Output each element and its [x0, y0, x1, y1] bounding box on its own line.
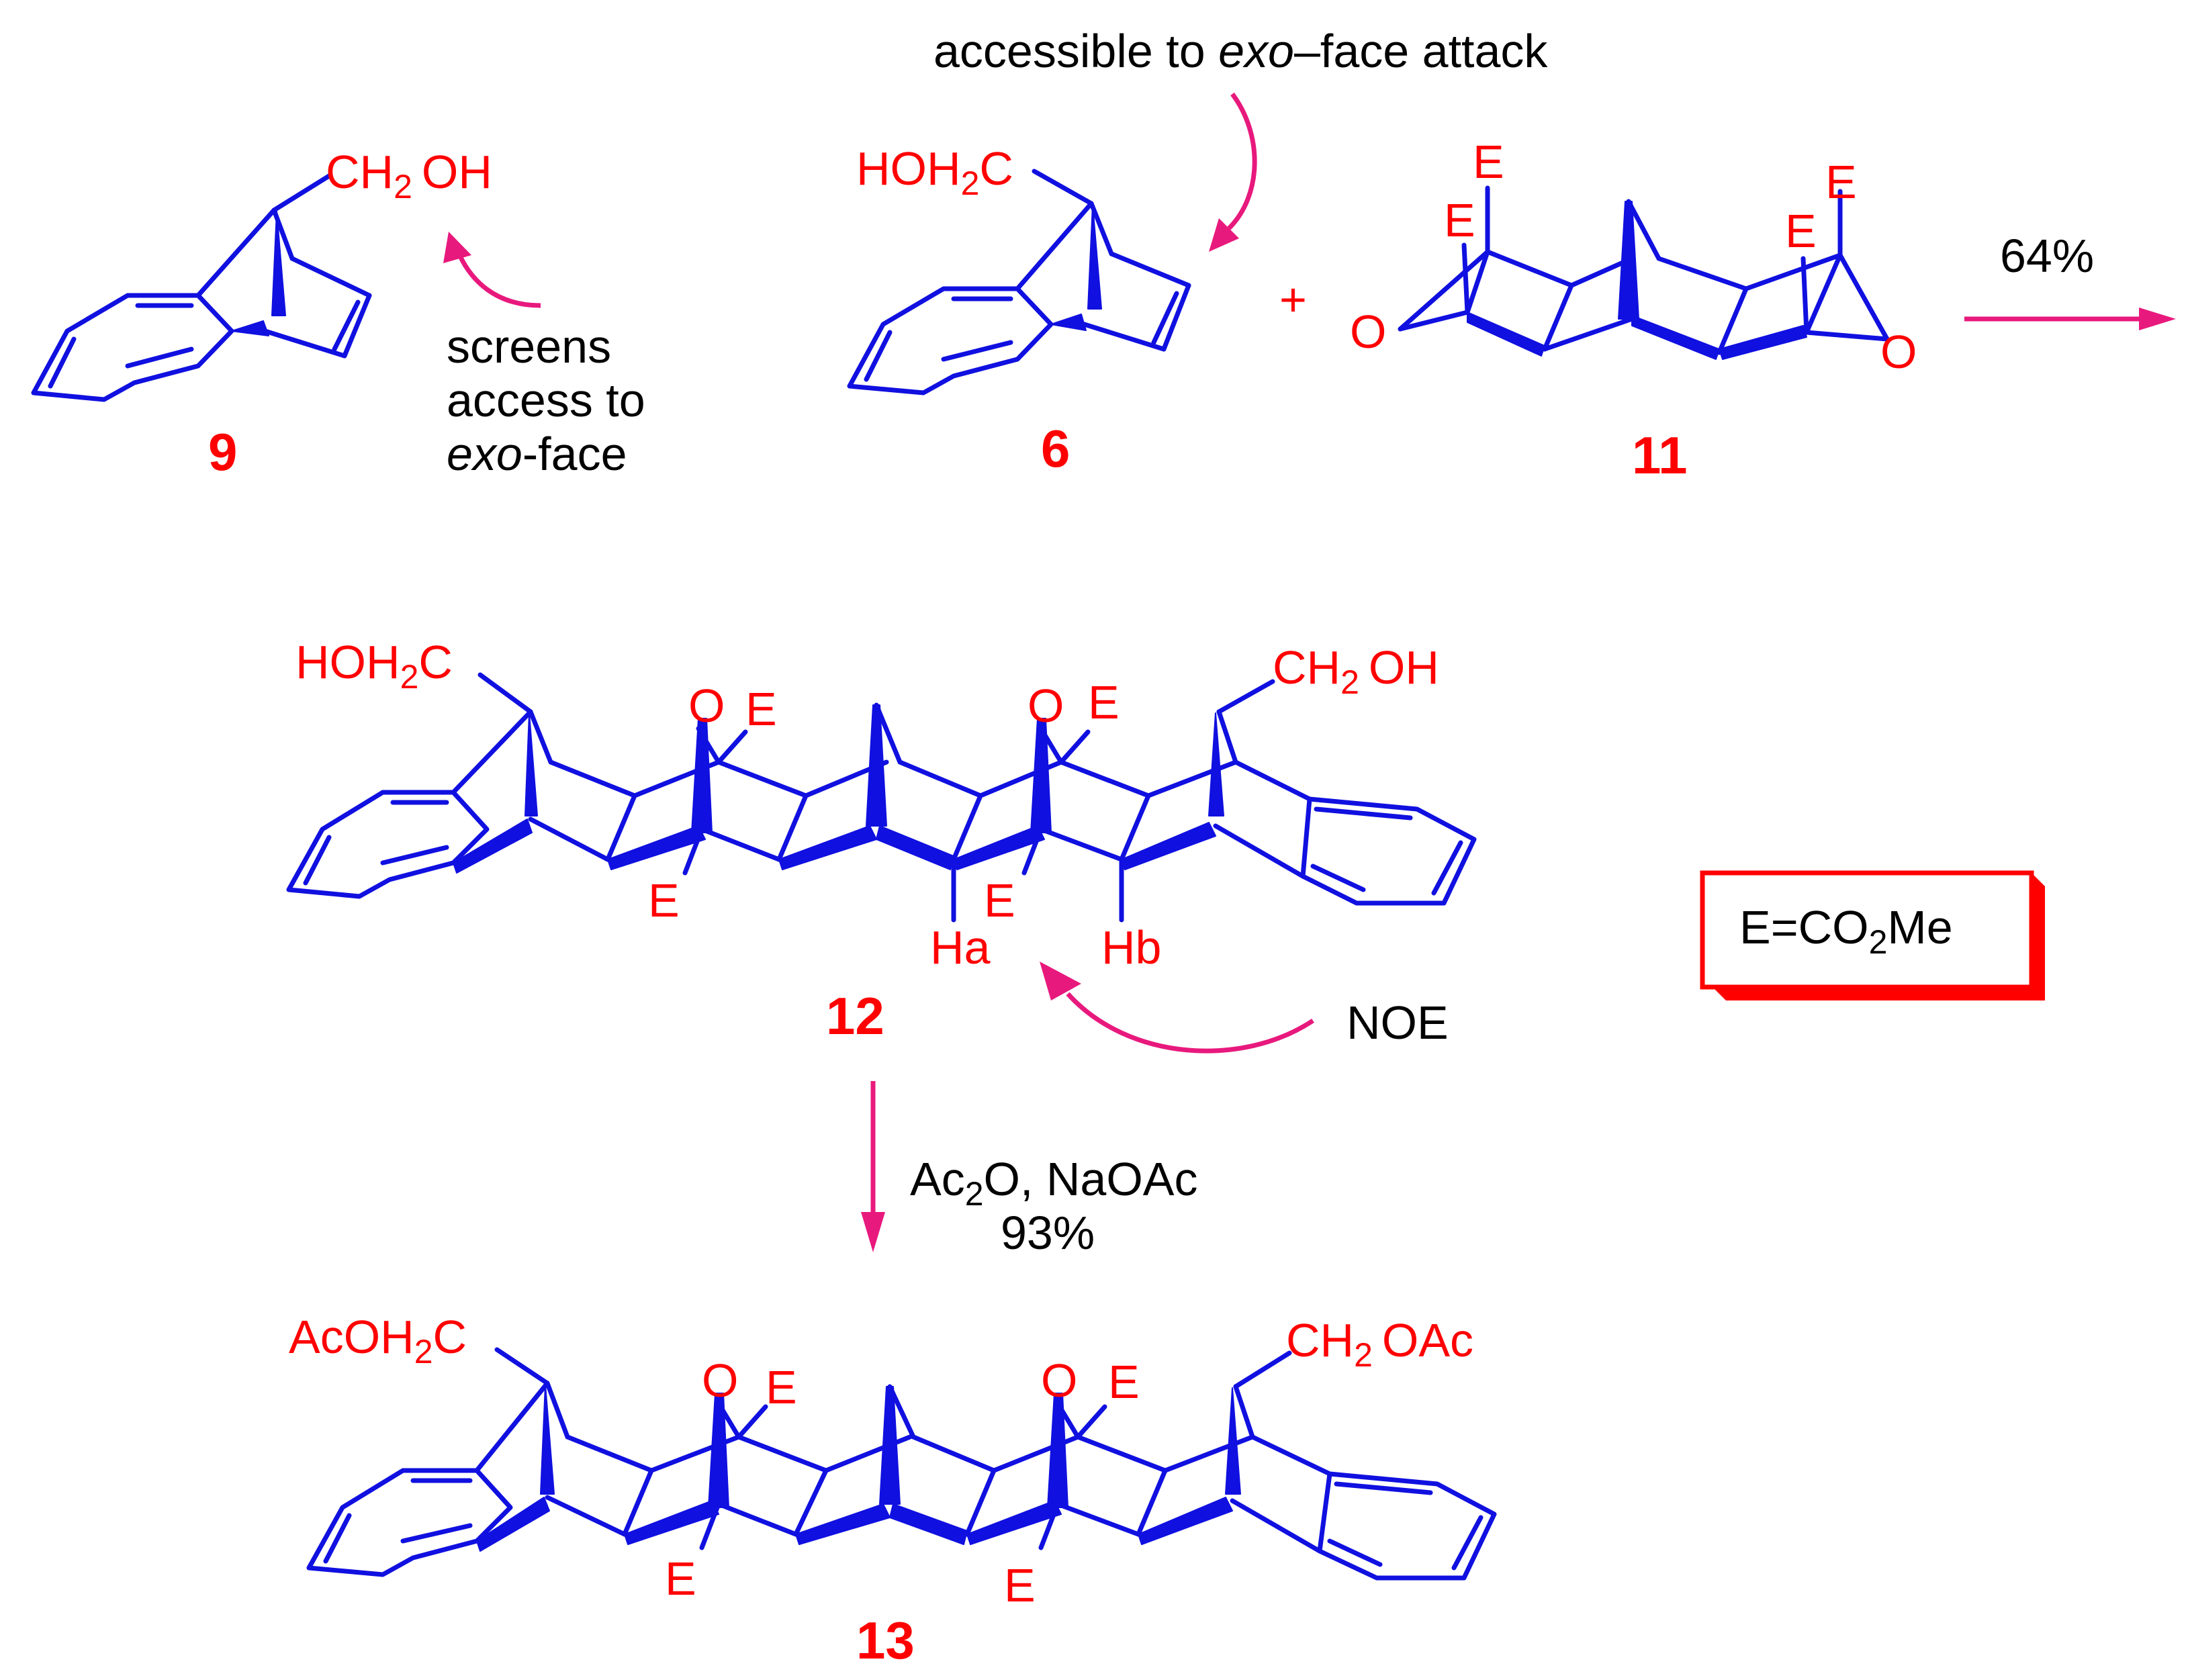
screens-face: -face — [522, 428, 627, 480]
compound-label-6: 6 — [1041, 419, 1070, 478]
ch2oh-sub-12: 2 — [1340, 663, 1359, 701]
O-11-1: O — [1350, 306, 1386, 358]
E-13-4: E — [1004, 1559, 1036, 1612]
ch2oh-text-9a: CH — [326, 146, 394, 198]
reaction-arrow-2-head — [861, 1212, 885, 1252]
E-11-3: E — [1825, 156, 1857, 208]
step2-reagents: Ac2O, NaOAc — [910, 1153, 1197, 1213]
accessible-exo: exo — [1218, 25, 1294, 77]
acoh2c-text-a: AcOH — [289, 1311, 414, 1363]
E-13-1: E — [766, 1361, 797, 1413]
O-12-2: O — [1028, 680, 1064, 732]
E-12-3: E — [648, 874, 680, 927]
E-11-2: E — [1444, 194, 1475, 246]
hoh2c-sub-12: 2 — [400, 658, 419, 696]
ch2oh-text-9b: OH — [422, 146, 492, 198]
plus-sign: + — [1279, 273, 1307, 326]
legend-box: E=CO2Me — [1700, 870, 2045, 1000]
O-13-1: O — [702, 1354, 738, 1407]
compound-label-11: 11 — [1632, 426, 1687, 485]
E-11-1: E — [1473, 136, 1504, 188]
legend-text: E=CO2Me — [1739, 901, 1953, 961]
exo-attack-arrowhead — [1209, 218, 1239, 252]
ch2oh-text-12b: OH — [1369, 641, 1439, 694]
molecule-6: HOH2C 6 — [847, 142, 1191, 478]
noe-arrow — [1066, 992, 1314, 1054]
accessible-pre: accessible to — [933, 25, 1218, 77]
screens-line2: access to — [447, 374, 645, 426]
ch2oac-sub: 2 — [1354, 1336, 1373, 1374]
step1-yield: 64% — [2000, 230, 2094, 282]
noe-arrowhead — [1040, 962, 1081, 1000]
hoh2c-text-6a: HOH — [856, 142, 961, 195]
E-13-2: E — [1108, 1356, 1140, 1408]
legend-prefix: E=CO — [1739, 901, 1869, 953]
acoh2c-text-b: C — [433, 1311, 467, 1363]
E-12-4: E — [984, 874, 1015, 927]
screens-exo: exo — [447, 428, 522, 480]
O-13-2: O — [1041, 1354, 1077, 1407]
accessible-post: –face attack — [1294, 25, 1548, 77]
compound-label-9: 9 — [208, 422, 237, 481]
E-12-1: E — [745, 683, 777, 735]
svg-text:AcOH2C: AcOH2C — [289, 1311, 467, 1370]
screens-line3: exo-face — [447, 428, 627, 480]
Ha-label: Ha — [930, 921, 991, 974]
E-13-3: E — [665, 1552, 696, 1605]
hoh2c-text-6b: C — [979, 142, 1013, 195]
legend-sub: 2 — [1869, 923, 1888, 961]
hoh2c-text-12a: HOH — [295, 636, 400, 688]
svg-text:HOH2C: HOH2C — [856, 142, 1013, 202]
O-11-2: O — [1880, 326, 1917, 378]
ch2oh-sub-9: 2 — [394, 168, 412, 205]
ch2oh-text-12a: CH — [1273, 641, 1340, 694]
accessible-label: accessible to exo–face attack — [933, 25, 1548, 77]
step2-yield: 93% — [1001, 1207, 1095, 1259]
step2-sub: 2 — [965, 1175, 984, 1213]
E-11-4: E — [1785, 205, 1817, 257]
O-12-1: O — [688, 680, 725, 732]
screens-line1: screens — [447, 320, 611, 373]
noe-label: NOE — [1347, 996, 1449, 1049]
molecule-9: CH2 OH 9 — [31, 146, 492, 481]
hoh2c-text-12b: C — [418, 636, 453, 688]
screens-arrowhead — [443, 232, 471, 263]
hoh2c-sub-6: 2 — [961, 165, 980, 202]
svg-text:HOH2C: HOH2C — [295, 636, 453, 696]
ch2oac-text-b: OAc — [1382, 1314, 1473, 1366]
screens-arrow — [454, 247, 541, 308]
compound-label-12: 12 — [826, 986, 884, 1045]
compound-label-13: 13 — [856, 1611, 915, 1670]
step2-ac: Ac — [910, 1153, 965, 1205]
Hb-label: Hb — [1101, 921, 1161, 974]
legend-suffix: Me — [1887, 901, 1952, 953]
E-12-2: E — [1088, 676, 1120, 729]
step2-rest: O, NaOAc — [984, 1153, 1198, 1205]
exo-attack-arrow — [1227, 92, 1257, 230]
reaction-arrow-1-head — [2139, 308, 2176, 330]
acoh2c-sub: 2 — [414, 1333, 433, 1370]
molecule-11: E E E E O O 11 — [1350, 136, 1917, 485]
ch2oac-text-a: CH — [1286, 1314, 1354, 1366]
